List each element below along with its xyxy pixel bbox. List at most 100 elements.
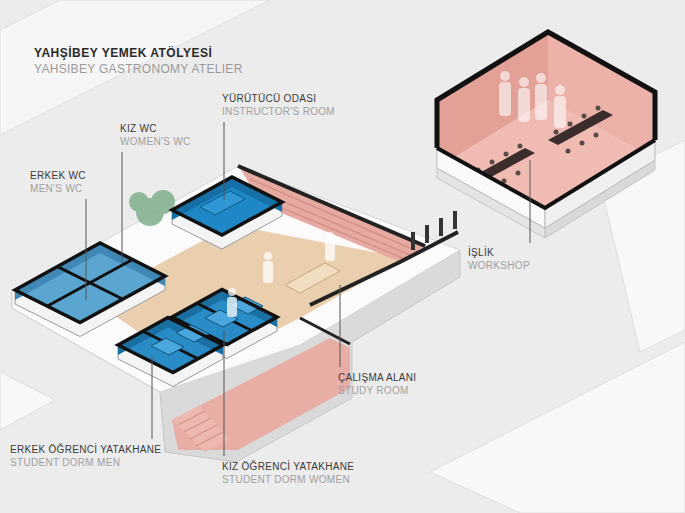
- room-floor: [118, 318, 223, 373]
- post: [439, 218, 443, 236]
- tree: [129, 190, 175, 226]
- ghost-figure: [518, 88, 530, 122]
- ghost-figure: [536, 73, 546, 83]
- chair: [554, 130, 559, 135]
- ghost-figure: [325, 241, 335, 261]
- bed: [151, 338, 184, 355]
- workshop-floor: [437, 100, 655, 228]
- room-label: İŞLİK: [468, 247, 494, 259]
- wall-rim: [437, 32, 655, 148]
- chair: [518, 144, 523, 149]
- furniture: [200, 191, 245, 215]
- leader-line: [224, 122, 225, 200]
- room-label-en: STUDENT DORM MEN: [10, 457, 120, 469]
- chair: [582, 114, 587, 119]
- ghost-figure: [228, 288, 236, 296]
- label-anchor: ERKEK ÖĞRENCİ YATAKHANE: [10, 444, 161, 456]
- label-anchor: ERKEK WC: [30, 170, 86, 182]
- label-anchor: STUDY ROOM: [338, 385, 409, 397]
- leader-line: [530, 160, 531, 243]
- bed: [176, 325, 209, 342]
- room-wall: [172, 177, 282, 220]
- room-rim: [172, 177, 282, 235]
- ghost-figure: [227, 297, 237, 317]
- post: [425, 225, 429, 243]
- chair: [516, 171, 521, 176]
- room-label-en: STUDENT DORM WOMEN: [222, 474, 350, 486]
- chair: [504, 152, 509, 157]
- leader-line: [86, 199, 87, 300]
- room-label: ERKEK ÖĞRENCİ YATAKHANE: [10, 444, 161, 456]
- label-anchor: WORKSHOP: [468, 260, 530, 272]
- workshop-building: [437, 32, 655, 238]
- ghost-figure: [263, 261, 273, 283]
- study-table: [285, 263, 340, 293]
- stair-line: [196, 432, 223, 446]
- post: [411, 232, 415, 250]
- ghost-figure: [554, 96, 566, 128]
- room-label: ERKEK WC: [30, 170, 86, 182]
- tree-crown: [129, 192, 149, 212]
- chair: [596, 106, 601, 111]
- partition: [58, 267, 123, 299]
- chair: [594, 133, 599, 138]
- room-label: KIZ WC: [120, 123, 157, 135]
- title: YAHŞİBEY YEMEK ATÖLYESİ: [34, 46, 212, 60]
- table: [548, 110, 613, 145]
- label-anchor: WOMEN'S WC: [120, 136, 190, 148]
- room-label-en: WORKSHOP: [468, 260, 530, 272]
- label-anchor: INSTRUCTOR'S ROOM: [222, 106, 335, 118]
- label-anchor: KIZ ÖĞRENCİ YATAKHANE: [222, 461, 354, 473]
- label-anchor: İŞLİK: [468, 247, 494, 259]
- front-wall: [437, 148, 545, 228]
- stairs-lines: [178, 411, 223, 446]
- low-wall: [300, 318, 350, 344]
- label-anchor: MEN'S WC: [30, 183, 83, 195]
- room-label: YÜRÜTÜCÜ ODASI: [222, 93, 316, 105]
- site-block: [430, 342, 685, 513]
- subtitle: YAHSIBEY GASTRONOMY ATELIER: [34, 62, 243, 76]
- leader-line: [340, 285, 341, 367]
- front-wall: [545, 140, 655, 228]
- leader-line: [224, 330, 225, 456]
- room-label-en: WOMEN'S WC: [120, 136, 190, 148]
- ghost-figure: [500, 71, 510, 81]
- ghost-figures: [227, 232, 335, 317]
- leader-line: [152, 356, 153, 439]
- post: [453, 211, 457, 229]
- ghost-figure: [535, 84, 547, 120]
- leader-line: [122, 152, 123, 262]
- chair: [566, 149, 571, 154]
- room-label: ÇALIŞMA ALANI: [338, 372, 416, 384]
- room-label: KIZ ÖĞRENCİ YATAKHANE: [222, 461, 354, 473]
- room-floor: [172, 177, 282, 235]
- room-label-en: STUDY ROOM: [338, 385, 409, 397]
- ghost-figures: [499, 71, 566, 128]
- ghost-figure: [555, 85, 565, 95]
- wall-rim: [437, 140, 655, 208]
- label-anchor: YAHSIBEY GASTRONOMY ATELIER: [34, 62, 243, 76]
- room-label-en: INSTRUCTOR'S ROOM: [222, 106, 335, 118]
- leader-lines: [86, 122, 530, 456]
- ghost-figure: [519, 77, 529, 87]
- ghost-figure: [499, 82, 511, 116]
- wc-wall: [15, 243, 165, 300]
- chair: [580, 141, 585, 146]
- ghost-figure: [326, 232, 334, 240]
- label-anchor: YÜRÜTÜCÜ ODASI: [222, 93, 316, 105]
- posts: [411, 211, 457, 250]
- room-rim: [118, 318, 223, 373]
- label-anchor: STUDENT DORM MEN: [10, 457, 120, 469]
- stairs: [172, 405, 230, 452]
- platform-top: [12, 166, 460, 392]
- label-anchor: ÇALIŞMA ALANI: [338, 372, 416, 384]
- label-anchor: STUDENT DORM WOMEN: [222, 474, 350, 486]
- chair: [568, 122, 573, 127]
- wc-floor: [15, 243, 165, 323]
- chair: [490, 160, 495, 165]
- site-block: [0, 372, 55, 430]
